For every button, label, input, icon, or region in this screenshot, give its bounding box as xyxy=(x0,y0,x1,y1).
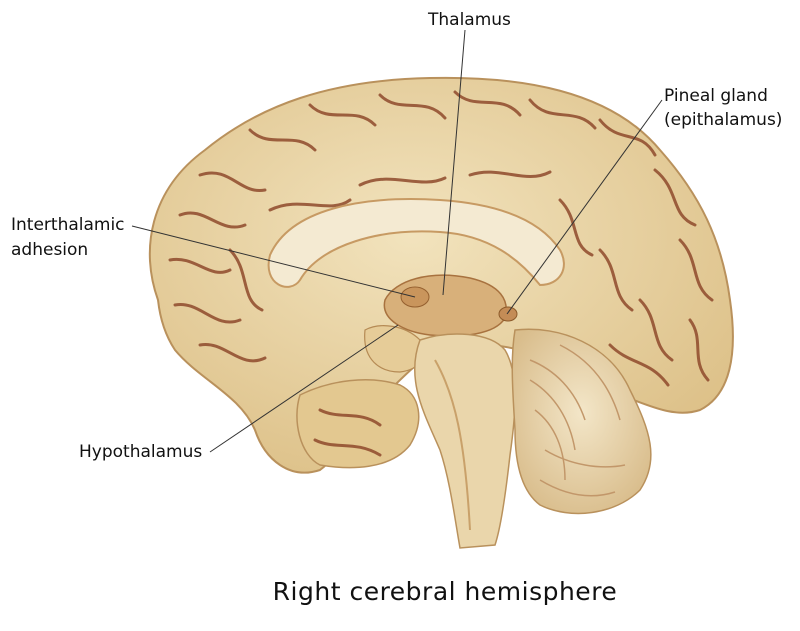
label-thalamus: Thalamus xyxy=(428,10,511,30)
pineal-leader xyxy=(506,99,663,315)
label-pineal-line1: Pineal gland xyxy=(664,86,768,106)
label-interthalamic-line1: Interthalamic xyxy=(11,215,125,235)
thalamus-leader xyxy=(442,29,466,296)
label-interthalamic-line2: adhesion xyxy=(11,240,89,260)
interthalamic-leader xyxy=(131,225,416,298)
temporal-lobe-shape xyxy=(296,379,420,469)
pineal-gland-shape xyxy=(498,306,518,322)
label-pineal-line2: (epithalamus) xyxy=(664,110,783,130)
corpus-callosum xyxy=(267,198,565,288)
sulci-lines xyxy=(168,90,714,457)
brainstem-shape xyxy=(413,333,516,549)
arbor-vitae xyxy=(529,344,626,497)
label-hypothalamus: Hypothalamus xyxy=(79,442,203,462)
figure-caption: Right cerebral hemisphere xyxy=(272,577,618,606)
cerebellum-shape xyxy=(511,328,652,515)
leader-lines xyxy=(131,29,663,453)
brainstem-stripe xyxy=(434,359,471,531)
thalamus-region xyxy=(383,274,507,337)
hypothalamus-leader xyxy=(209,324,399,453)
